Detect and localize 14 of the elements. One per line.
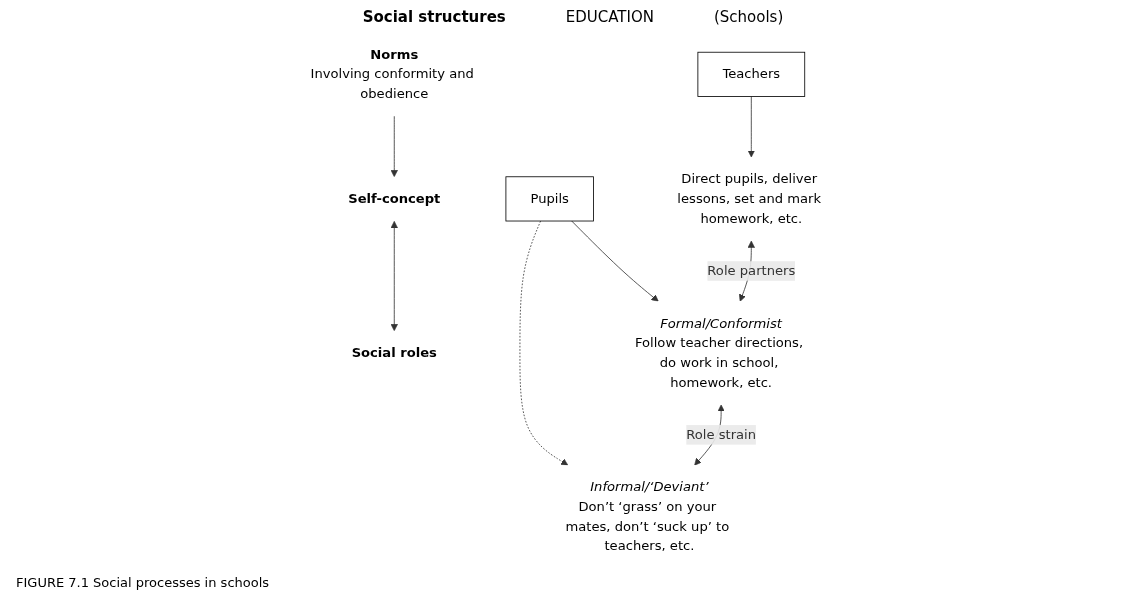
- edge-label: Role strain: [686, 426, 757, 443]
- node-text: Social roles: [351, 344, 438, 361]
- node-text: Direct pupils, deliver lessons, set and mark homework, etc.: [677, 171, 822, 226]
- level-label: Social structures: [362, 8, 506, 26]
- node-text: Norms Involving conformity and obedience: [310, 46, 475, 102]
- edge-label: Role partners: [707, 262, 796, 279]
- node-text: Informal/‘Deviant’ Don’t ‘grass’ on your mates, don’t ‘suck up’ to teachers, etc.: [565, 479, 730, 554]
- node-box: Pupils: [505, 176, 595, 222]
- node-text: Self-concept: [348, 190, 441, 207]
- node-box: Teachers: [697, 51, 806, 97]
- structure-label: (Schools): [713, 8, 784, 26]
- structure-label: EDUCATION: [565, 8, 654, 26]
- node-text: Formal/Conformist Follow teacher directions, do work in school, homework, etc.: [635, 315, 804, 390]
- figure-caption: FIGURE 7.1 Social processes in schools: [16, 575, 271, 590]
